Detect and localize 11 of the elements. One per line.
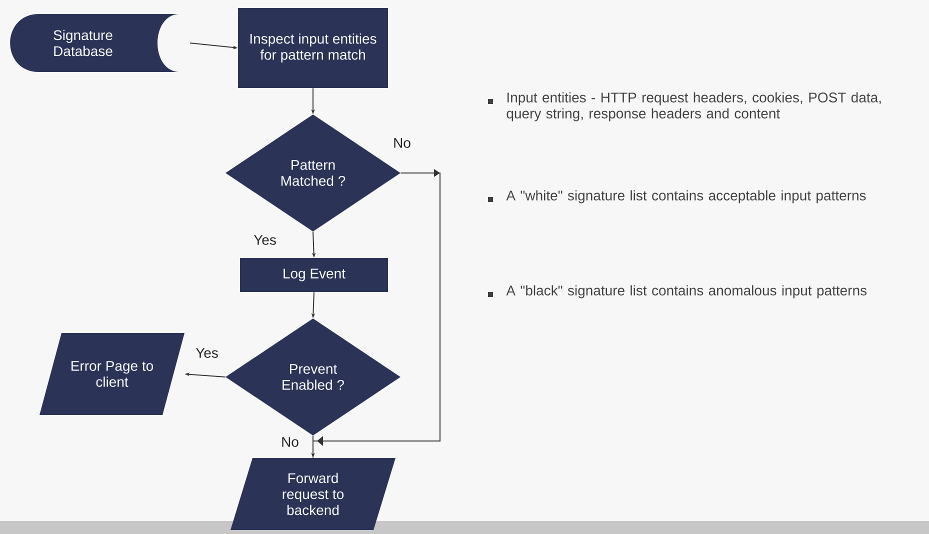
edge-label: No: [282, 437, 298, 447]
edge-label: Yes: [196, 348, 218, 358]
bullet-text: Input entities - HTTP request headers, cookies, POST data, query string, response headers and content: [506, 92, 881, 122]
process-box: Inspect input entities for pattern match: [238, 8, 388, 88]
data-parallelogram: Forward request to backend: [230, 458, 396, 530]
arrow: [312, 169, 440, 458]
process-box: Log Event: [240, 258, 388, 292]
edge-label: Yes: [254, 235, 276, 245]
data-parallelogram: Error Page to client: [40, 333, 184, 415]
bullet-text: A "black" signature list contains anomalous input patterns: [506, 285, 867, 298]
bullet-text: A "white" signature list contains acceptable input patterns: [506, 190, 866, 204]
